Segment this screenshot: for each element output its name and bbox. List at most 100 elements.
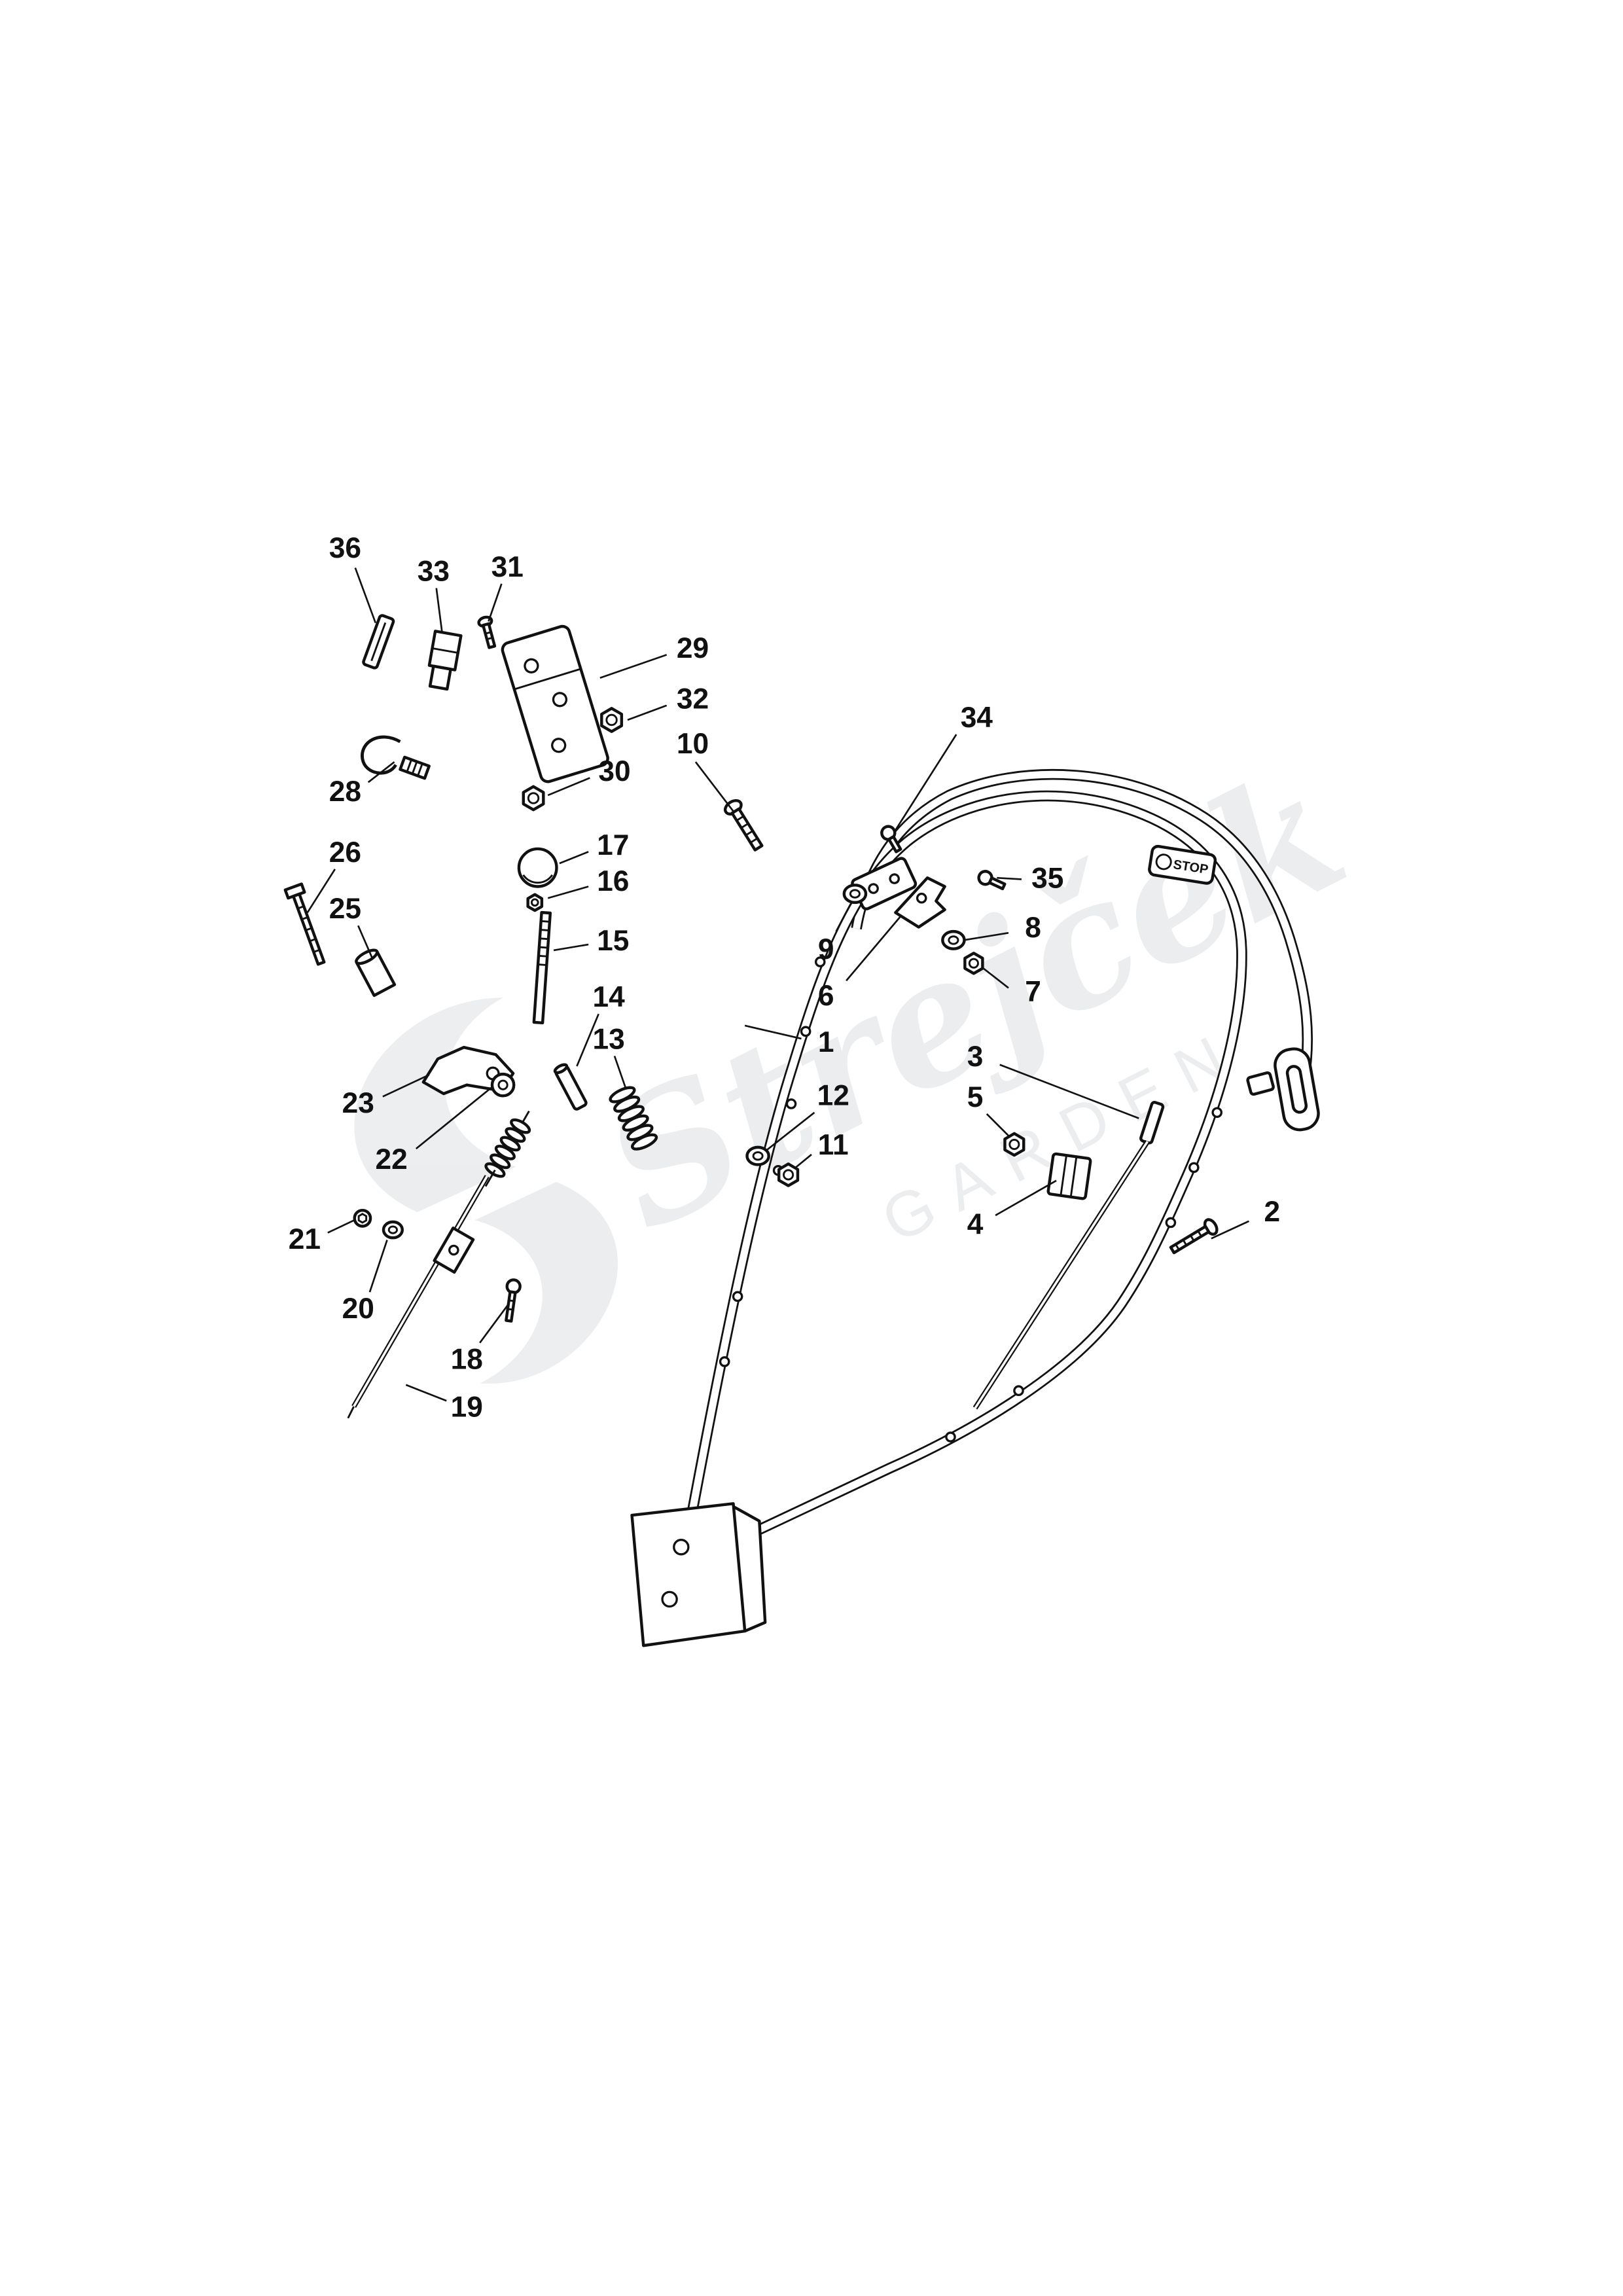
callout-3: 3: [967, 1041, 984, 1073]
stop-badge: STOP: [1148, 844, 1217, 885]
leader-line: [547, 886, 589, 899]
callout-2: 2: [1264, 1196, 1281, 1228]
callout-26: 26: [329, 836, 361, 869]
part-15-rod: [532, 910, 552, 1025]
part-11-nut: [777, 1162, 800, 1187]
callout-22: 22: [376, 1143, 408, 1175]
callout-10: 10: [677, 728, 709, 760]
watermark-logo: [354, 997, 516, 1212]
leader-line: [999, 1064, 1139, 1119]
leader-line: [405, 1384, 447, 1402]
callout-34: 34: [961, 702, 993, 734]
callout-25: 25: [329, 893, 361, 925]
part-35-screw: [977, 870, 1007, 891]
leader-line: [306, 869, 336, 914]
part-28-hook: [361, 735, 431, 780]
leader-lines: [306, 567, 1249, 1402]
part-32-nut: [600, 707, 624, 733]
leader-line: [835, 903, 851, 932]
part-8-washer: [941, 929, 966, 950]
part-12-washer: [745, 1145, 770, 1166]
part-7-nut: [963, 952, 984, 975]
callout-29: 29: [677, 632, 709, 664]
leader-line: [354, 567, 377, 624]
part-29-plate: [501, 624, 609, 783]
part-22-pivot-bushing: [490, 1072, 516, 1098]
callout-19: 19: [451, 1391, 483, 1424]
callout-11: 11: [818, 1129, 849, 1161]
watermark: Strejček GARDEN: [354, 730, 1374, 1384]
part-26-screw: [283, 882, 326, 966]
part-19-cable: [347, 1175, 490, 1419]
leader-line: [613, 1056, 627, 1090]
cable-block: [433, 1227, 475, 1274]
callout-5: 5: [967, 1081, 984, 1113]
leader-line: [986, 1113, 1009, 1137]
part-36-strip: [362, 614, 395, 670]
part-16-nut: [526, 893, 544, 912]
part-5-nut: [1003, 1132, 1026, 1157]
leader-line: [694, 761, 734, 812]
callout-32: 32: [677, 683, 709, 715]
callout-31: 31: [491, 551, 524, 583]
callout-9: 9: [818, 933, 834, 965]
callout-33: 33: [418, 556, 450, 588]
part-18-screw: [505, 1278, 522, 1323]
callout-14: 14: [593, 981, 626, 1013]
leader-line: [963, 932, 1009, 941]
leader-line: [744, 1024, 802, 1040]
handlebar-end-fitting: [1274, 1047, 1320, 1132]
leader-line: [846, 914, 902, 982]
bottom-bracket: [630, 1502, 767, 1647]
part-9-washer: [842, 884, 868, 905]
callouts: 36 33 31 29 32 10 34 30 28 35 17 16 26 2…: [289, 532, 1280, 1423]
leader-line: [627, 704, 668, 721]
callout-4: 4: [967, 1209, 984, 1241]
callout-7: 7: [1025, 975, 1041, 1007]
leader-line: [982, 967, 1009, 989]
callout-1: 1: [818, 1026, 834, 1058]
part-20-washer: [382, 1220, 404, 1240]
callout-20: 20: [342, 1293, 374, 1325]
part-17-knob: [517, 847, 558, 888]
leader-line: [547, 777, 590, 797]
callout-23: 23: [342, 1087, 374, 1119]
watermark-logo: [474, 1181, 618, 1384]
leader-line: [382, 1074, 430, 1098]
leader-line: [895, 734, 957, 831]
leader-line: [367, 761, 395, 783]
leader-line: [1211, 1220, 1249, 1240]
callout-36: 36: [329, 532, 361, 564]
leader-line: [995, 1179, 1057, 1217]
callout-17: 17: [597, 829, 629, 861]
cable-spring: [484, 1110, 531, 1187]
callout-12: 12: [817, 1080, 849, 1112]
leader-line: [415, 1085, 493, 1150]
callout-13: 13: [593, 1023, 625, 1055]
leader-line: [766, 1111, 815, 1151]
part-2-screw: [1169, 1218, 1219, 1255]
leader-line: [488, 583, 503, 622]
leader-line: [327, 1219, 356, 1234]
callout-6: 6: [818, 980, 834, 1012]
part-13-spring: [609, 1086, 658, 1151]
callout-8: 8: [1025, 912, 1041, 944]
part-4-clamp: [1046, 1152, 1092, 1200]
part-14-pin: [553, 1063, 588, 1111]
callout-21: 21: [289, 1223, 321, 1255]
callout-15: 15: [597, 925, 629, 957]
part-34-screw: [880, 825, 902, 853]
part-25-spacer: [355, 948, 397, 997]
leader-line: [368, 1240, 388, 1293]
callout-18: 18: [451, 1344, 483, 1376]
leader-line: [576, 1013, 599, 1067]
part-10-bolt: [723, 798, 764, 852]
part-21-bolt: [353, 1208, 372, 1228]
callout-28: 28: [329, 776, 361, 808]
leader-line: [479, 1303, 510, 1344]
leader-line: [435, 588, 443, 634]
callout-35: 35: [1031, 863, 1063, 895]
leader-line: [553, 943, 589, 952]
callout-30: 30: [598, 755, 630, 787]
